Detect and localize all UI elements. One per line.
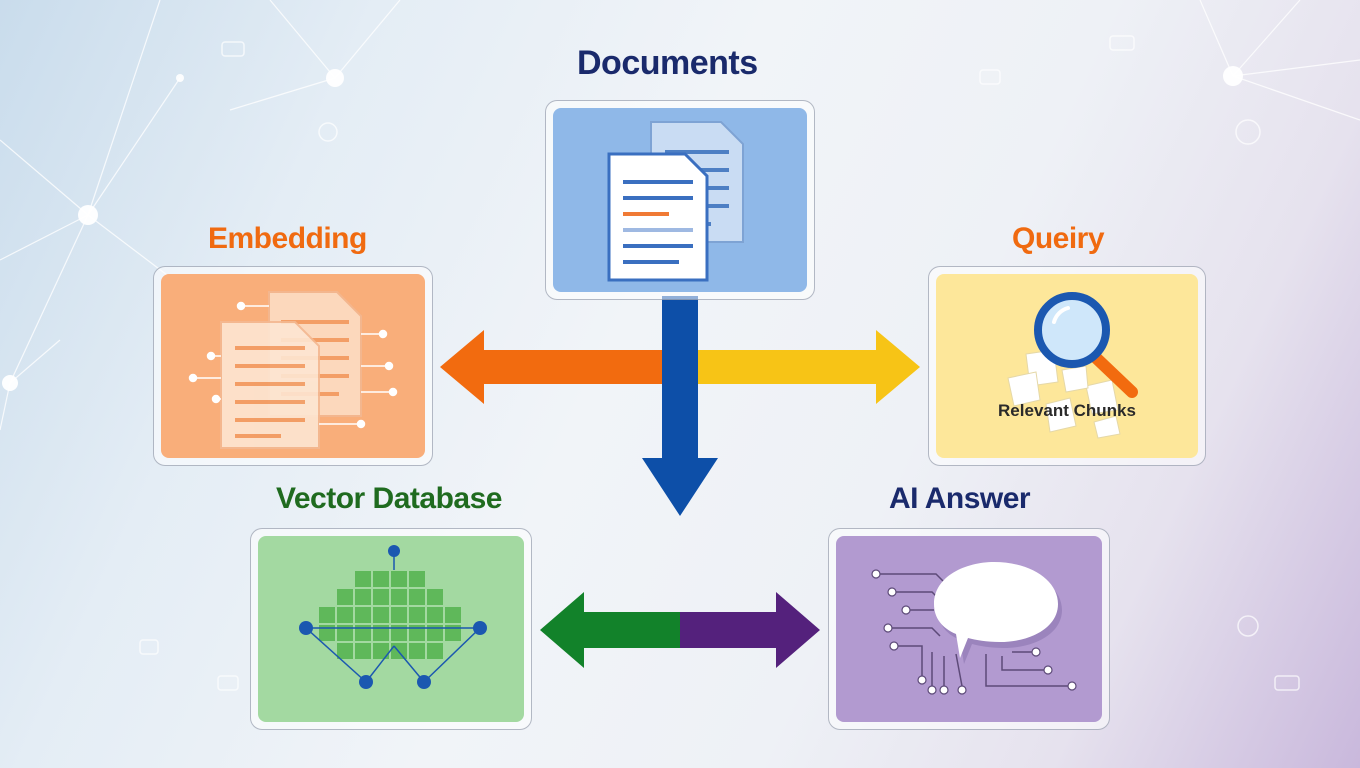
vector-database-title: Vector Database [276,482,502,515]
query-title: Queiry [1012,222,1105,255]
embedding-card [153,266,433,466]
vector-database-card [250,528,532,730]
documents-title: Documents [577,44,758,82]
arrow-to-query [698,330,920,404]
magnifier-icon [1007,292,1138,439]
documents-icon [607,121,744,282]
ai-answer-title: AI Answer [889,482,1031,515]
ai-answer-card [828,528,1110,730]
vector-grid-icon [299,545,487,689]
arrow-down [642,296,718,516]
embedding-title: Embedding [208,222,367,255]
speech-bubble-icon [871,562,1077,695]
arrow-to-embedding [440,330,662,404]
arrow-to-ai-answer [680,592,820,668]
arrow-to-vector-db [540,592,680,668]
embedding-icon [188,291,398,449]
query-card: Relevant Chunks [928,266,1206,466]
documents-card [545,100,815,300]
relevant-chunks-label: Relevant Chunks [998,401,1136,420]
